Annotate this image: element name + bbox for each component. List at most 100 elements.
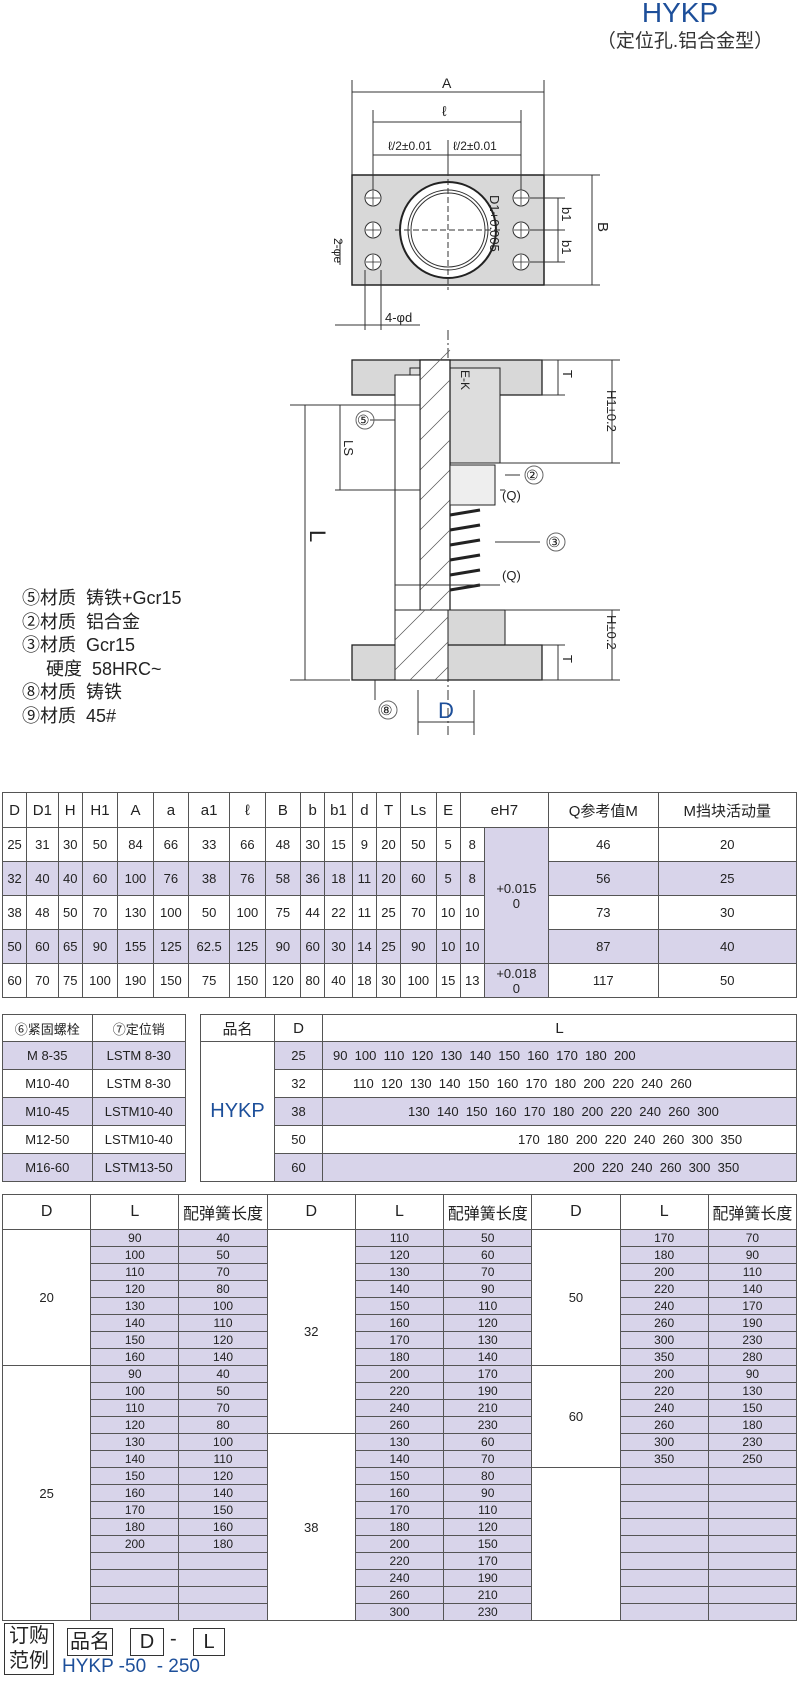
pin-header: ⑦定位销 <box>91 1014 187 1042</box>
dim-EK: E-K <box>458 370 472 390</box>
spec-cell: 75 <box>57 963 83 998</box>
spring-d-cell: 32 <box>266 1229 356 1434</box>
callout-2: ② <box>526 467 539 483</box>
spec-cell: 40 <box>657 929 798 964</box>
order-example: HYKP -50 - 250 <box>62 1656 201 1677</box>
spring-length-cell: 40 <box>178 1229 268 1247</box>
spec-cell: 10 <box>459 929 485 964</box>
spec-cell: 30 <box>324 929 353 964</box>
spec-col-header: d <box>351 792 377 828</box>
spec-cell: 25 <box>375 929 402 964</box>
spring-length-cell <box>178 1603 268 1621</box>
materials-legend: ⑤材质 铸铁+Gcr15 ②材质 铝合金 ③材质 Gcr15 硬度 58HRC~… <box>22 587 182 729</box>
spec-cell: 50 <box>657 963 798 998</box>
material-row: ⑧材质 铸铁 <box>22 682 123 703</box>
spring-l-cell: 180 <box>619 1246 709 1264</box>
spec-cell: 100 <box>400 963 437 998</box>
model-cell: HYKP <box>200 1041 275 1182</box>
spec-cell: 50 <box>57 895 83 930</box>
spec-cell: 90 <box>264 929 302 964</box>
spring-length-cell: 70 <box>178 1263 268 1281</box>
spring-l-cell: 120 <box>90 1416 180 1434</box>
spec-cell: 70 <box>400 895 437 930</box>
spring-length-cell: 110 <box>178 1450 268 1468</box>
spring-length-cell: 80 <box>443 1467 533 1485</box>
spring-length-cell: 170 <box>707 1297 798 1315</box>
spec-cell: 30 <box>657 895 798 930</box>
spring-l-cell: 240 <box>354 1569 445 1587</box>
spec-col-header: E <box>435 792 461 828</box>
dim-D1: D1+0.005 <box>487 195 502 252</box>
callout-5: ⑤ <box>357 412 370 428</box>
spring-l-cell <box>619 1467 709 1485</box>
spring-length-cell: 110 <box>707 1263 798 1281</box>
spring-length-cell <box>707 1535 798 1553</box>
spring-d-cell: 60 <box>531 1365 621 1468</box>
spec-cell: 120 <box>264 963 302 998</box>
spring-l-cell: 220 <box>354 1382 445 1400</box>
spec-cell: 87 <box>548 929 659 964</box>
spring-l-cell: 140 <box>354 1450 445 1468</box>
spring-l-cell: 150 <box>90 1467 180 1485</box>
length-l-cell: 110 120 130 140 150 160 170 180 200 220 … <box>322 1069 797 1098</box>
spring-col-header: 配弹簧长度 <box>443 1194 533 1230</box>
spec-col-header: B <box>264 792 302 828</box>
spring-l-cell: 170 <box>354 1501 445 1519</box>
spec-cell: 20 <box>375 861 402 896</box>
spec-cell: 70 <box>26 963 59 998</box>
spring-l-cell: 200 <box>354 1365 445 1383</box>
length-l-cell: 200 220 240 260 300 350 <box>322 1153 797 1182</box>
spring-length-cell: 50 <box>178 1382 268 1400</box>
spring-length-cell: 140 <box>707 1280 798 1298</box>
spring-length-cell: 110 <box>443 1501 533 1519</box>
spec-cell: 76 <box>152 861 190 896</box>
spec-cell: 130 <box>117 895 154 930</box>
spec-cell: 10 <box>435 895 461 930</box>
spec-cell: 10 <box>435 929 461 964</box>
spring-l-cell: 110 <box>90 1263 180 1281</box>
spec-col-header: H1 <box>81 792 119 828</box>
spring-length-cell: 140 <box>443 1348 533 1366</box>
spring-length-cell <box>707 1552 798 1570</box>
spec-cell: 50 <box>400 827 437 862</box>
spring-length-cell: 150 <box>443 1535 533 1553</box>
spring-l-cell: 160 <box>354 1314 445 1332</box>
spring-length-cell: 70 <box>178 1399 268 1417</box>
spring-l-cell <box>619 1501 709 1519</box>
spring-l-cell: 140 <box>354 1280 445 1298</box>
spring-l-cell: 170 <box>354 1331 445 1349</box>
spec-cell: 80 <box>300 963 326 998</box>
dim-L: L <box>305 530 330 542</box>
spring-length-cell: 230 <box>707 1433 798 1451</box>
spring-l-cell: 240 <box>619 1399 709 1417</box>
spring-length-cell: 170 <box>443 1552 533 1570</box>
spec-cell: 48 <box>26 895 59 930</box>
spec-cell: 18 <box>351 963 377 998</box>
dim-T1: T <box>560 370 575 378</box>
spring-length-cell: 50 <box>443 1229 533 1247</box>
spring-l-cell: 160 <box>90 1484 180 1502</box>
bolt-cell: M16-60 <box>2 1153 93 1182</box>
spring-l-cell <box>90 1552 180 1570</box>
spec-cell: 46 <box>548 827 659 862</box>
spec-cell: 65 <box>57 929 83 964</box>
spring-length-cell: 170 <box>443 1365 533 1383</box>
spec-cell: 8 <box>459 861 485 896</box>
spring-length-cell: 90 <box>707 1365 798 1383</box>
spec-cell: 40 <box>26 861 59 896</box>
spring-d-cell <box>531 1467 621 1621</box>
